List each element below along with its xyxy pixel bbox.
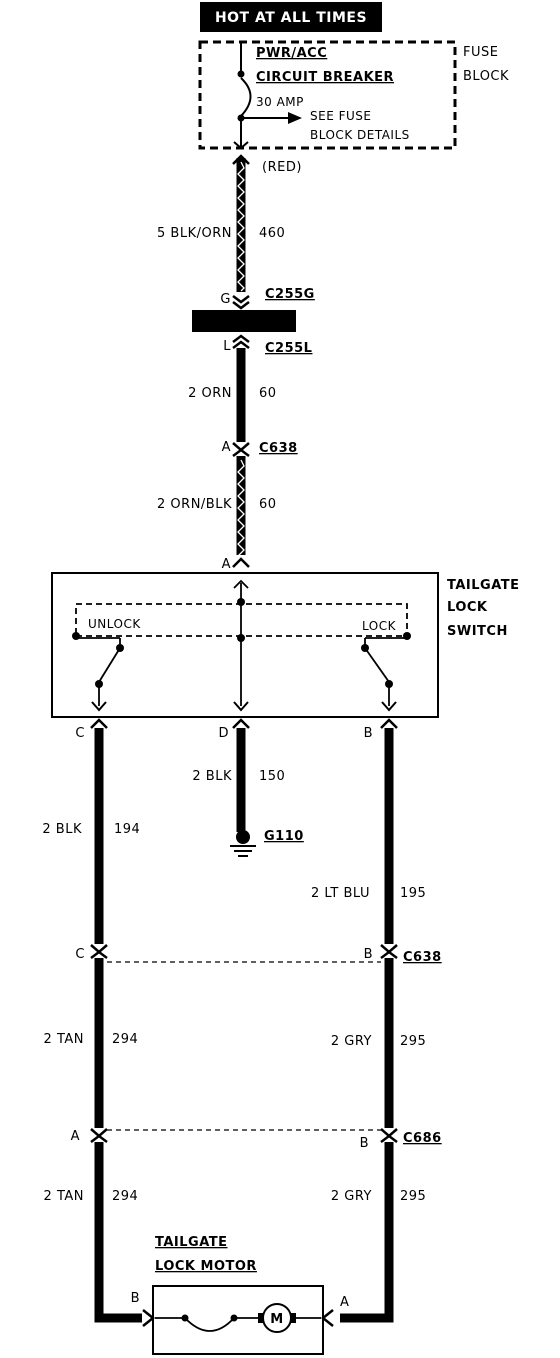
g110-ground-icon — [230, 845, 256, 857]
c686-name: C686 — [403, 1131, 442, 1146]
wire-295-lower — [340, 1142, 394, 1323]
c255g-name: C255G — [265, 287, 315, 302]
wire-60-orn-blk-circuit: 60 — [259, 497, 277, 512]
wire-294-lower-circuit: 294 — [112, 1189, 138, 1204]
c638-bottom-name: C638 — [403, 950, 442, 965]
switch-title: TAILGATE — [447, 578, 520, 593]
c255l-name: C255L — [265, 341, 312, 356]
wire-295-lower-circuit: 295 — [400, 1189, 426, 1204]
c255-junction-block — [192, 310, 296, 332]
wire-460-stripe — [237, 161, 245, 292]
switch-position-lock: LOCK — [362, 619, 397, 633]
switch-pin-a-label: A — [222, 557, 231, 572]
switch-output-arrows — [91, 701, 397, 712]
wire-60-orn-blk-stripe — [237, 459, 245, 560]
wire-460-circuit: 460 — [259, 226, 285, 241]
motor-pin-b-label: B — [131, 1291, 140, 1306]
switch-pin-c-label: C — [75, 726, 85, 741]
motor-symbol-label: M — [270, 1312, 283, 1327]
motor-title-line2: LOCK MOTOR — [155, 1259, 257, 1274]
switch-output-terminals — [90, 718, 398, 729]
c638-bottom-pin-left: C — [75, 947, 85, 962]
breaker-rating: 30 AMP — [256, 95, 304, 109]
motor-contact-dots — [181, 1314, 238, 1322]
switch-pin-b-label: B — [364, 726, 373, 741]
switch-title-line3: SWITCH — [447, 624, 508, 639]
feed-color-note: (RED) — [262, 160, 302, 175]
c686-pin-right: B — [360, 1136, 369, 1151]
tailgate-lock-switch-box — [51, 572, 439, 718]
switch-pin-a-terminal — [232, 557, 250, 568]
wire-194-gauge-color: 2 BLK — [42, 822, 82, 837]
c255l-terminal — [232, 334, 250, 349]
wire-60-orn-gauge-color: 2 ORN — [188, 386, 232, 401]
motor-title: TAILGATE — [155, 1235, 228, 1250]
motor-internal-circuit — [155, 1317, 321, 1332]
wire-294-upper-gauge-color: 2 TAN — [44, 1032, 84, 1047]
wire-294-upper-circuit: 294 — [112, 1032, 138, 1047]
motor-box — [152, 1285, 324, 1355]
switch-position-unlock: UNLOCK — [88, 617, 141, 631]
motor-terminals — [142, 1309, 334, 1327]
c255g-pin: G — [220, 292, 231, 307]
wire-60-orn-circuit: 60 — [259, 386, 277, 401]
motor-pin-a-label: A — [340, 1295, 349, 1310]
hot-at-all-times-banner — [200, 2, 382, 32]
circuit-breaker-symbol — [233, 42, 302, 150]
see-fuse-block-details-line2: BLOCK DETAILS — [310, 128, 410, 142]
wire-60-orn-blk-gauge-color: 2 ORN/BLK — [157, 497, 232, 512]
switch-pin-d-label: D — [218, 726, 229, 741]
c255g-terminal — [232, 295, 250, 310]
wire-294-lower — [94, 1142, 142, 1323]
switch-title-line2: LOCK — [447, 600, 488, 615]
wire-460-top-terminal — [232, 154, 250, 165]
breaker-name: PWR/ACC — [256, 46, 327, 61]
switch-contact-dots — [72, 598, 411, 688]
g110-name: G110 — [264, 829, 304, 844]
c255l-pin: L — [223, 339, 231, 354]
c638-bottom-terminals — [90, 944, 398, 959]
c686-terminals — [90, 1128, 398, 1143]
fuse-block-title: FUSE — [463, 45, 498, 60]
fuse-block-outline — [198, 40, 457, 150]
wire-295-upper-gauge-color: 2 GRY — [331, 1034, 372, 1049]
c638-top-pin: A — [222, 440, 231, 455]
wire-295-lower-gauge-color: 2 GRY — [331, 1189, 372, 1204]
fuse-block-title-line2: BLOCK — [463, 69, 509, 84]
hot-at-all-times-label: HOT AT ALL TIMES — [215, 10, 367, 26]
breaker-name-line2: CIRCUIT BREAKER — [256, 70, 394, 85]
wire-150-circuit: 150 — [259, 769, 285, 784]
see-fuse-block-details: SEE FUSE — [310, 109, 371, 123]
motor-icon: M — [258, 1303, 296, 1333]
wire-295-upper-circuit: 295 — [400, 1034, 426, 1049]
c638-top-terminal — [232, 442, 250, 457]
wire-460-gauge-color: 5 BLK/ORN — [157, 226, 232, 241]
wire-194-circuit: 194 — [114, 822, 140, 837]
c686-pin-left: A — [71, 1129, 80, 1144]
c638-bottom-pin-right: B — [364, 947, 373, 962]
c638-top-name: C638 — [259, 441, 298, 456]
g110-ground-eyelet — [236, 830, 250, 844]
wire-195-gauge-color: 2 LT BLU — [311, 886, 370, 901]
wire-150-gauge-color: 2 BLK — [192, 769, 232, 784]
wire-294-lower-gauge-color: 2 TAN — [44, 1189, 84, 1204]
wire-195-circuit: 195 — [400, 886, 426, 901]
